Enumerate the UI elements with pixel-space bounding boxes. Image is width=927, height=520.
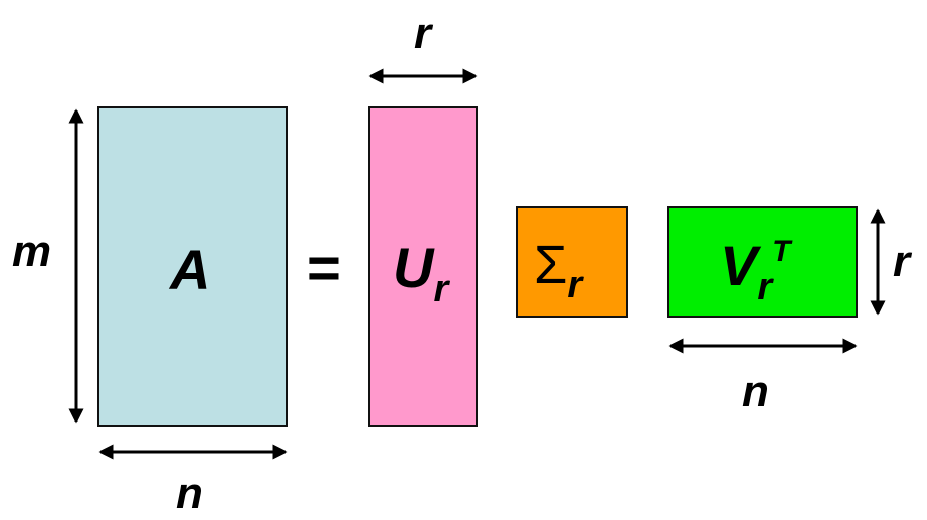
dim-r-right-label: r — [893, 237, 911, 286]
matrix-sigma-label: Σr — [534, 235, 582, 304]
sigma-subscript: r — [567, 264, 583, 306]
v-subscript: r — [757, 266, 773, 308]
dim-n-a-label: n — [176, 469, 203, 518]
equals-sign: = — [307, 236, 341, 301]
matrix-sigma — [516, 206, 628, 318]
dim-m-label: m — [12, 227, 52, 276]
matrix-u — [368, 106, 478, 427]
u-subscript: r — [433, 268, 449, 310]
u-main: U — [393, 236, 434, 299]
matrix-a — [97, 106, 288, 427]
sigma-main: Σ — [534, 235, 568, 295]
matrix-v-label: VrT — [720, 235, 791, 307]
dim-r-top-label: r — [414, 9, 432, 58]
matrix-v — [667, 206, 858, 318]
matrix-a-label: A — [170, 238, 211, 301]
v-main: V — [720, 234, 758, 297]
v-superscript: T — [772, 235, 791, 268]
matrix-u-label: Ur — [393, 240, 448, 309]
dim-n-v-label: n — [742, 367, 769, 416]
